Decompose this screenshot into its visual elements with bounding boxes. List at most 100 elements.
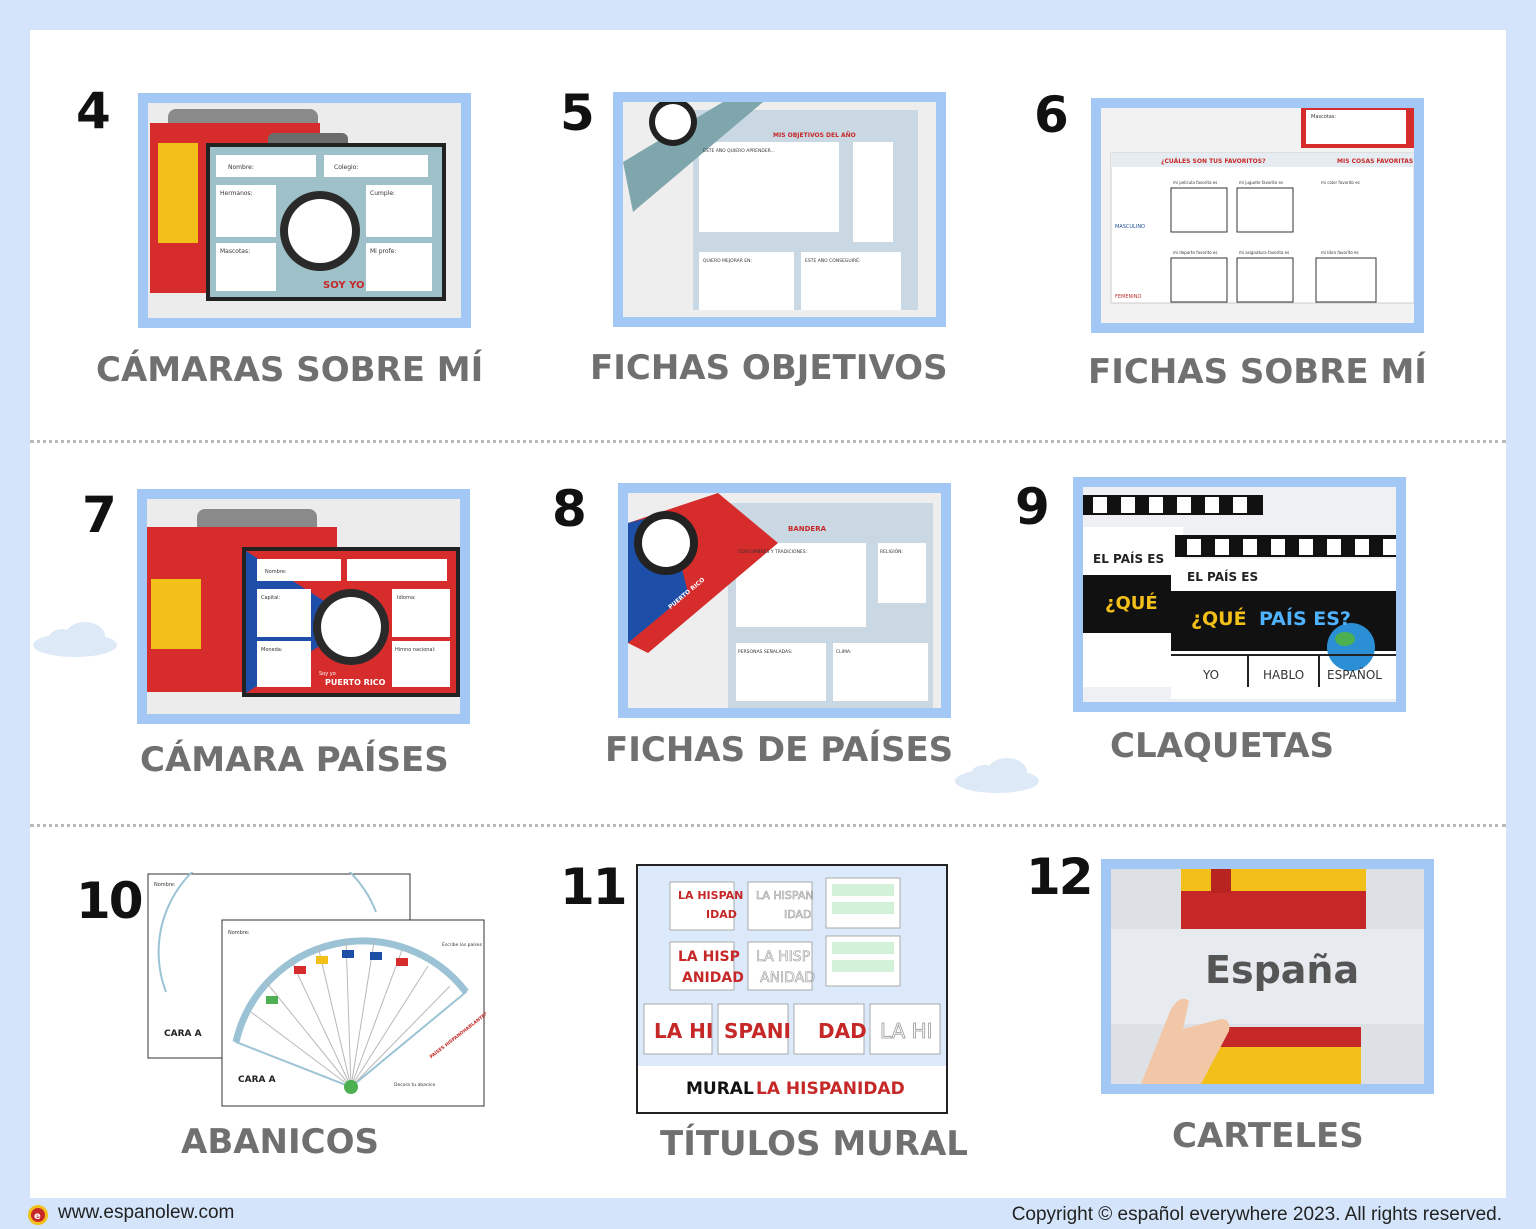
product-label-fichas-objetivos: FICHAS OBJETIVOS [590,348,948,388]
product-label-abanicos: ABANICOS [181,1122,379,1162]
product-image-camara-paises[interactable]: PUERTO RICO Soy yo Nombre: Capital: Idio… [137,489,470,724]
thumb-field: Mascotas: [1311,114,1336,120]
thumb-top: EL PAÍS ES [1187,569,1258,584]
thumb-field: ESTE AÑO QUIERO APRENDER... [703,147,775,154]
thumb-title: MIS COSAS FAVORITAS [1337,158,1413,165]
product-image-fichas-sobre-mi[interactable]: ¿CUÁLES SON TUS FAVORITOS? MIS COSAS FAV… [1091,98,1424,333]
thumb-field: MASCULINO [1115,224,1145,230]
camera-caption: SOY YO [323,280,364,291]
row-separator [30,440,1506,443]
thumb-title: IDAD [706,908,737,921]
thumb-field: Mi profe: [370,248,396,255]
thumb-cell: HABLO [1263,668,1304,682]
item-number: 12 [1026,848,1094,906]
product-image-carteles[interactable]: España [1101,859,1434,1094]
product-label-claquetas: CLAQUETAS [1110,726,1335,766]
thumb-title: BANDERA [788,525,827,533]
thumb-field: mi asignatura favorita es [1239,250,1289,255]
abanico-illustration: Nombre: Nombre: CARA A CARA A Escribe lo… [147,838,489,1107]
thumb-title: ANIDAD [682,970,744,986]
item-number: 8 [552,480,587,538]
product-image-claquetas[interactable]: EL PAÍS ES ¿QUÉ EL PAÍS ES ¿QUÉ PAÍS ES?… [1073,477,1406,712]
cartel-illustration: España [1111,869,1424,1084]
thumb-field: Nombre: [154,882,176,888]
thumb-title: IDAD [784,908,812,921]
item-number: 5 [560,84,595,142]
thumb-cell: YO [1202,668,1219,682]
mural-word: MURAL [686,1079,754,1099]
thumb-field: PERSONAS SEÑALADAS: [738,648,792,655]
thumb-field: Colegio: [334,164,358,171]
thumb-cell: ESPAÑOL [1327,667,1382,682]
thumb-field: mi película favorita es [1173,180,1217,185]
thumb-field: FEMENINO [1115,294,1141,300]
thumb-field: Escribe los países [442,941,483,948]
thumb-field: mi color favorito es [1321,180,1360,185]
camera-paises-illustration: PUERTO RICO Soy yo Nombre: Capital: Idio… [147,499,460,714]
thumb-field: CLIMA: [836,649,851,655]
mural-red-word: LA HISPANIDAD [756,1079,905,1099]
thumb-question-b: PAÍS ES? [1259,607,1351,630]
item-number: 11 [560,858,628,916]
product-label-fichas-sobre-mi: FICHAS SOBRE MÍ [1088,352,1427,392]
camera-illustration: SOY YO Nombre: Colegio: Hermanos: Cumple… [148,103,461,318]
thumb-title: LA HISP [756,949,810,965]
thumb-field: Capital: [261,595,281,601]
thumb-title: DAD [818,1019,867,1043]
thumb-field: mi juguete favorito es [1239,180,1283,185]
product-image-fichas-de-paises[interactable]: BANDERA COSTUMBRES Y TRADICIONES: RELIGI… [618,483,951,718]
thumb-field: Cumple: [370,190,395,197]
thumb-title: SPANI [724,1019,791,1043]
thumb-field: RELIGIÓN: [880,548,903,555]
copyright-text: Copyright © español everywhere 2023. All… [1011,1204,1502,1225]
thumb-caption: Soy yo [319,671,336,677]
product-image-camaras-sobre-mi[interactable]: SOY YO Nombre: Colegio: Hermanos: Cumple… [138,93,471,328]
thumb-back-question: ¿QUÉ [1105,592,1158,614]
row-separator [30,824,1506,827]
thumb-field: Mascotas: [220,248,250,255]
thumb-field: Moneda: [261,647,283,653]
objetivos-illustration: MIS OBJETIVOS DEL AÑO ESTE AÑO QUIERO AP… [623,102,936,317]
thumb-field: Nombre: [228,930,250,936]
thumb-country: PUERTO RICO [325,678,386,687]
thumb-title: ¿CUÁLES SON TUS FAVORITOS? [1161,158,1266,165]
paises-illustration: BANDERA COSTUMBRES Y TRADICIONES: RELIGI… [628,493,941,708]
item-number: 7 [82,486,117,544]
product-label-camara-paises: CÁMARA PAÍSES [140,740,449,780]
cloud-decoration [33,622,117,657]
thumb-title: LA HI [654,1019,713,1043]
thumb-field: Nombre: [265,569,287,575]
thumb-title: MIS OBJETIVOS DEL AÑO [773,132,856,139]
product-image-fichas-objetivos[interactable]: MIS OBJETIVOS DEL AÑO ESTE AÑO QUIERO AP… [613,92,946,327]
thumb-field: Nombre: [228,164,254,171]
thumb-title: LA HISP [678,949,740,965]
thumb-country: España [1205,948,1359,992]
thumb-field: Himno nacional: [395,647,436,653]
thumb-field: QUIERO MEJORAR EN: [703,258,752,264]
thumb-field: ESTE AÑO CONSEGUIRÉ: [805,256,860,264]
cloud-decoration [955,758,1039,793]
thumb-field: Decora tu abanico [394,1082,435,1088]
thumb-title: LA HISPAN [678,889,743,902]
product-label-fichas-de-paises: FICHAS DE PAÍSES [605,730,954,770]
product-image-abanicos[interactable]: Nombre: Nombre: CARA A CARA A Escribe lo… [146,838,489,1108]
thumb-field: Idioma: [397,595,416,601]
thumb-side: CARA A [238,1075,276,1085]
thumb-top: EL PAÍS ES [1093,551,1164,566]
svg-text:e: e [34,1211,41,1222]
item-number: 9 [1015,478,1050,536]
claqueta-illustration: EL PAÍS ES ¿QUÉ EL PAÍS ES ¿QUÉ PAÍS ES?… [1083,487,1396,702]
footer: e www.espanolew.com Copyright © español … [0,1200,1536,1229]
mural-illustration: LA HISPAN IDAD LA HISPAN IDAD LA HISP AN… [638,866,946,1112]
product-image-titulos-mural[interactable]: LA HISPAN IDAD LA HISPAN IDAD LA HISP AN… [636,864,948,1114]
product-label-carteles: CARTELES [1172,1116,1364,1156]
website-link[interactable]: www.espanolew.com [58,1202,235,1223]
item-number: 4 [76,82,111,140]
thumb-field: mi deporte favorito es [1173,250,1217,255]
thumb-title: LA HISPAN [756,889,814,902]
thumb-field: Hermanos: [220,190,253,197]
thumb-field: mi libro favorito es [1321,250,1359,255]
thumb-side: CARA A [164,1029,202,1039]
product-label-titulos-mural: TÍTULOS MURAL [660,1124,968,1164]
thumb-title: ANIDAD [760,970,815,986]
